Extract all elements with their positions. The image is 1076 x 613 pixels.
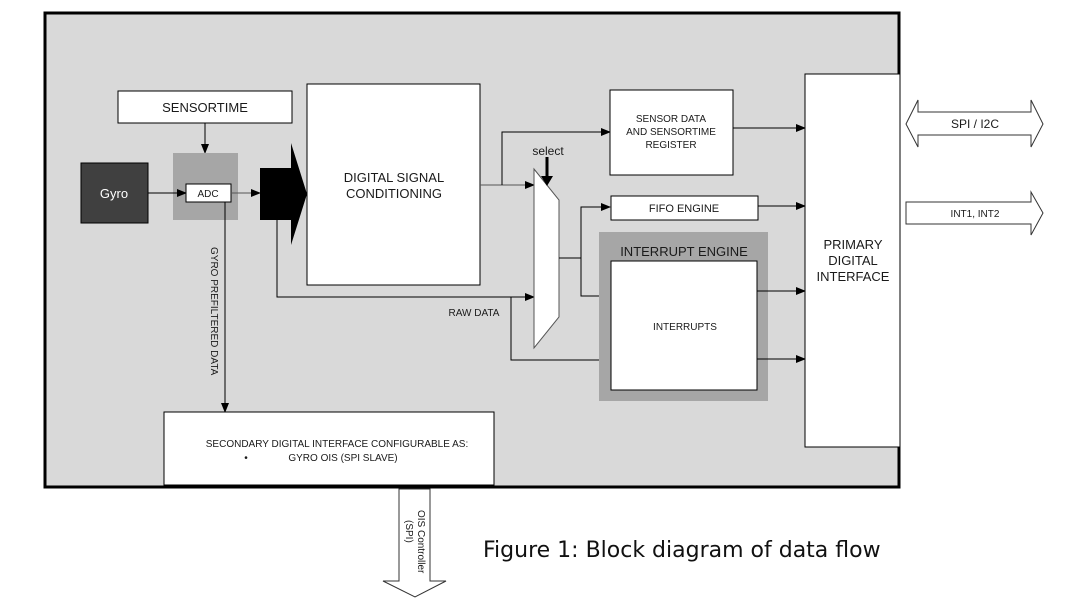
dsc-label-line1: DIGITAL SIGNAL [344,170,444,185]
interrupt-engine-label: INTERRUPT ENGINE [620,244,748,259]
adc-label: ADC [197,189,218,200]
raw-data-to-interrupts-line [510,297,612,364]
data-flow-arrow [260,143,307,245]
sensor-data-register-block [609,89,734,176]
primary-label-line1: PRIMARY [824,237,883,252]
figure-caption: Figure 1: Block diagram of data flow [483,538,881,563]
gyro-prefiltered-label: GYRO PREFILTERED DATA [208,247,219,376]
sensortime-block [117,90,293,124]
dsc-label-line2: CONDITIONING [346,186,442,201]
fifo-engine-label: FIFO ENGINE [649,203,719,215]
primary-label-line2: DIGITAL [828,253,878,268]
sensor-data-label-line3: REGISTER [645,140,696,151]
mux [533,167,560,350]
raw-data-line [276,220,535,301]
int-arrow [905,190,1044,236]
primary-label-line3: INTERFACE [817,269,890,284]
spi-i2c-label: SPI / I2C [951,117,999,131]
select-label: select [532,144,564,158]
secondary-label-line2: GYRO OIS (SPI SLAVE) [288,453,397,464]
interrupts-block [610,260,758,391]
dsc-block [306,83,481,286]
int-label: INT1, INT2 [951,209,1000,220]
sensortime-label: SENSORTIME [162,100,248,115]
raw-data-label: RAW DATA [449,308,500,319]
spi-i2c-arrow [905,99,1044,148]
ois-label-line2: (SPI) [403,520,414,543]
fifo-engine-block [610,195,759,221]
gyro-block [80,162,149,224]
select-arrowhead [541,176,553,186]
interrupts-label: INTERRUPTS [653,322,717,333]
secondary-bullet: • [244,453,248,464]
gyro-label: Gyro [100,186,128,201]
mux-to-fifo-line [580,203,611,258]
secondary-label-line1: SECONDARY DIGITAL INTERFACE CONFIGURABLE… [206,439,468,450]
primary-digital-interface-block [804,73,901,448]
dsc-to-sensor-data-line [501,128,611,185]
sensor-data-label-line1: SENSOR DATA [636,114,707,125]
secondary-digital-interface-block [163,411,495,486]
ois-controller-arrow [382,488,447,598]
ois-label-line1: OIS Controller [415,510,426,574]
sensor-data-label-line2: AND SENSORTIME [626,127,716,138]
